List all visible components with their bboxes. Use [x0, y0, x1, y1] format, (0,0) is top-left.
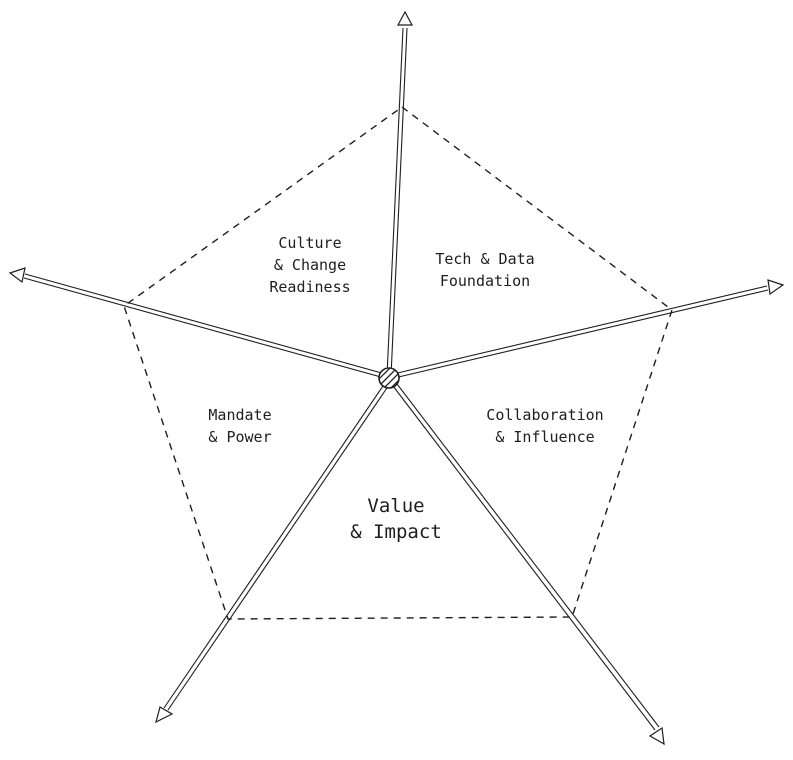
label-value-line-2: & Impact: [350, 521, 442, 543]
arrowhead-left: [8, 267, 26, 284]
axis-left: [8, 267, 390, 380]
label-culture: Culture & Change Readiness: [269, 232, 350, 298]
label-tech-line-2: Foundation: [439, 272, 531, 290]
label-tech-line-1: Tech & Data: [435, 250, 535, 268]
label-mandate-line-2: & Power: [208, 428, 272, 446]
center-hub: [378, 367, 400, 389]
axis-top: [386, 10, 414, 377]
label-collaboration: Collaboration & Influence: [486, 404, 603, 448]
label-culture-line-2: & Change: [273, 256, 347, 274]
label-collaboration-line-2: & Influence: [495, 428, 595, 446]
label-value-line-1: Value: [367, 495, 425, 517]
label-culture-line-1: Culture: [278, 234, 342, 252]
arrowhead-top: [396, 10, 414, 26]
label-tech: Tech & Data Foundation: [435, 248, 534, 292]
label-mandate: Mandate & Power: [208, 404, 271, 448]
arrowhead-bottom-right: [648, 726, 665, 746]
label-culture-line-3: Readiness: [269, 278, 351, 296]
axis-bottom-right: [389, 379, 665, 746]
axis-right: [388, 279, 785, 380]
axis-bottom-left: [155, 379, 392, 724]
label-mandate-line-1: Mandate: [208, 406, 272, 424]
arrowhead-bottom-left: [155, 706, 174, 724]
dashed-pentagon: [123, 106, 673, 620]
label-value: Value & Impact: [350, 493, 442, 545]
label-collaboration-line-1: Collaboration: [486, 406, 604, 424]
arrowhead-right: [767, 279, 785, 296]
